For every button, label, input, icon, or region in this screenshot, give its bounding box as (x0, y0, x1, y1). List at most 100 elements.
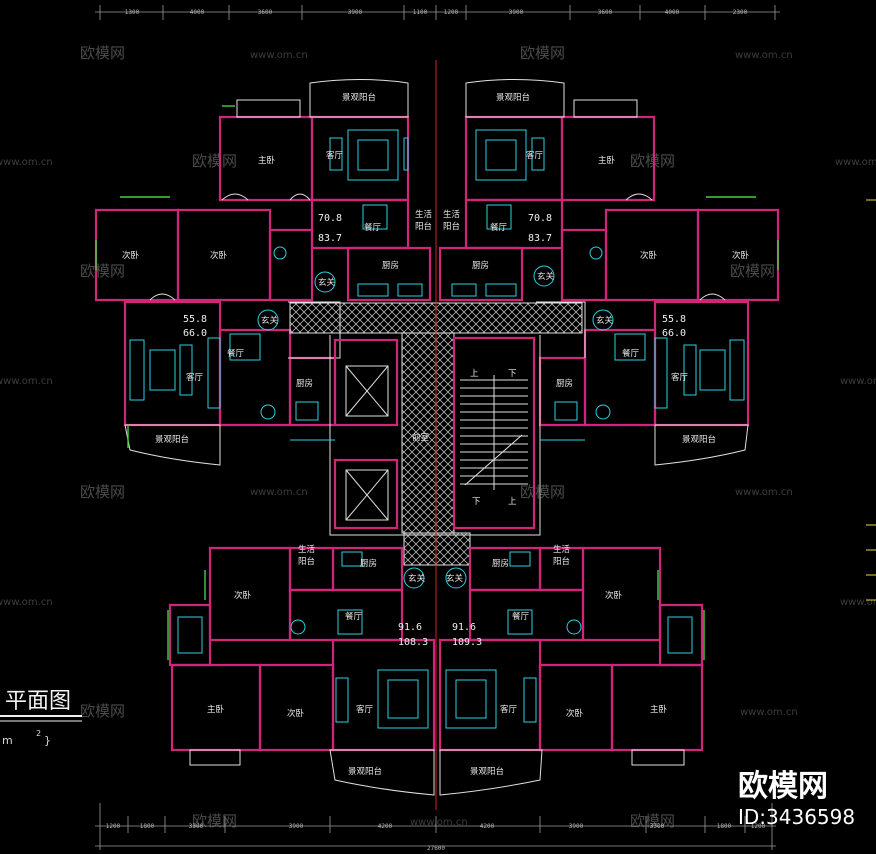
watermark-layer: 欧模网 www.om.cn 欧模网 www.om.cn www.om.cn 欧模… (0, 44, 876, 830)
dim-label: 1200 (106, 823, 121, 830)
top-dimension-line: 1300 4000 3600 3900 1100 1200 3900 3600 … (95, 5, 780, 20)
room-label: 景观阳台 (155, 434, 189, 445)
stair-label: 下 (472, 497, 481, 507)
area-label: 108.3 (398, 637, 428, 648)
unit-southwest: 次卧 主卧 次卧 客厅 餐厅 厨房 生活 阳台 玄关 景观阳台 91.6 108… (167, 544, 436, 796)
room-label: 主卧 (207, 704, 225, 715)
watermark: 欧模网 (80, 483, 125, 501)
room-label: 玄关 (446, 573, 464, 584)
watermark: www.om.cn (735, 50, 793, 61)
room-label: 生活 (415, 209, 433, 220)
room-label: 阳台 (553, 556, 570, 567)
central-core: 上 下 上 下 前室 (289, 302, 585, 566)
watermark: 欧模网 (520, 483, 565, 501)
room-label: 厨房 (556, 378, 573, 389)
room-label: 次卧 (566, 708, 584, 719)
watermark: www.om.cn (840, 376, 876, 387)
room-label: 餐厅 (345, 612, 363, 622)
room-label: 餐厅 (364, 223, 382, 233)
room-label: 厨房 (492, 558, 509, 569)
watermark: www.om.cn (0, 157, 53, 168)
room-label: 次卧 (210, 250, 228, 261)
room-label: 次卧 (732, 250, 750, 261)
unit-suffix: } (44, 734, 51, 747)
room-label: 景观阳台 (682, 434, 716, 445)
watermark: 欧模网 (80, 262, 125, 280)
watermark: www.om.cn (250, 487, 308, 498)
room-label: 厨房 (360, 558, 377, 569)
unit-west: 客厅 餐厅 厨房 景观阳台 玄关 55.8 66.0 (123, 300, 341, 466)
room-label: 厨房 (382, 260, 399, 271)
dim-label: 4000 (190, 9, 205, 16)
dim-label: 3600 (258, 9, 273, 16)
watermark: 欧模网 (630, 152, 675, 170)
dim-label: 1800 (717, 823, 732, 830)
area-label: 70.8 (528, 213, 552, 224)
grid-axis-ticks (866, 199, 876, 601)
watermark: www.om.cn (410, 817, 468, 828)
room-label: 玄关 (261, 315, 279, 326)
dim-label: 3900 (569, 823, 584, 830)
room-label: 客厅 (326, 150, 344, 161)
unit-superscript: 2 (36, 729, 41, 738)
room-label: 景观阳台 (470, 766, 504, 777)
room-label: 景观阳台 (496, 92, 530, 103)
room-label: 客厅 (526, 150, 544, 161)
room-label: 餐厅 (622, 349, 640, 359)
watermark: www.om.cn (250, 50, 308, 61)
room-label: 客厅 (186, 372, 204, 383)
stair-label: 上 (470, 369, 479, 379)
unit-southeast: 次卧 主卧 次卧 客厅 餐厅 厨房 生活 阳台 玄关 景观阳台 91.6 109… (438, 544, 705, 796)
room-label: 玄关 (318, 277, 336, 288)
room-label: 次卧 (287, 708, 305, 719)
room-label: 阳台 (298, 556, 315, 567)
dim-label: 3900 (509, 9, 524, 16)
area-label: 109.3 (452, 637, 482, 648)
dim-label: 1200 (444, 9, 459, 16)
watermark: 欧模网 (520, 44, 565, 62)
watermark: 欧模网 (192, 152, 237, 170)
room-label: 厨房 (296, 378, 313, 389)
room-label: 次卧 (122, 250, 140, 261)
watermark: 欧模网 (192, 812, 237, 830)
room-label: 玄关 (596, 315, 614, 326)
watermark: 欧模网 (630, 812, 675, 830)
watermark: 欧模网 (80, 44, 125, 62)
room-label: 阳台 (415, 221, 432, 232)
area-label: 70.8 (318, 213, 342, 224)
bottom-dimension-line: 1200 1800 3300 3900 4200 4200 3900 3300 … (95, 803, 776, 852)
watermark: www.om.cn (0, 376, 53, 387)
brand-watermark: 欧模网 ID:3436598 (738, 769, 855, 829)
room-label: 景观阳台 (342, 92, 376, 103)
area-label: 55.8 (183, 314, 207, 325)
dim-label: 1200 (751, 823, 766, 830)
dim-label: 4000 (665, 9, 680, 16)
area-label: 66.0 (183, 328, 207, 339)
area-label: 83.7 (318, 233, 342, 244)
stair-label: 下 (508, 369, 517, 379)
room-label: 客厅 (356, 704, 374, 715)
brand-id: ID:3436598 (738, 805, 855, 829)
area-label: 91.6 (398, 622, 422, 633)
unit-prefix: m (2, 734, 13, 747)
room-label: 玄关 (537, 271, 555, 282)
room-label: 餐厅 (227, 349, 245, 359)
unit-northeast: 主卧 客厅 景观阳台 次卧 次卧 餐厅 厨房 生活 阳台 玄关 70.8 83.… (438, 79, 780, 302)
title-block: 平面图 m 2 } (0, 689, 82, 747)
room-label: 厨房 (472, 260, 489, 271)
room-label: 客厅 (671, 372, 689, 383)
dim-label: 4200 (480, 823, 495, 830)
brand-logo-text: 欧模网 (738, 769, 828, 804)
dim-label: 3300 (650, 823, 665, 830)
dim-label: 2300 (733, 9, 748, 16)
room-label: 客厅 (500, 704, 518, 715)
room-label: 景观阳台 (348, 766, 382, 777)
room-label: 前室 (412, 432, 430, 443)
unit-east: 客厅 餐厅 厨房 景观阳台 玄关 55.8 66.0 (536, 300, 750, 466)
dim-label: 1300 (125, 9, 140, 16)
room-label: 餐厅 (512, 612, 530, 622)
room-label: 主卧 (598, 155, 616, 166)
room-label: 餐厅 (490, 223, 508, 233)
dim-label: 3600 (598, 9, 613, 16)
